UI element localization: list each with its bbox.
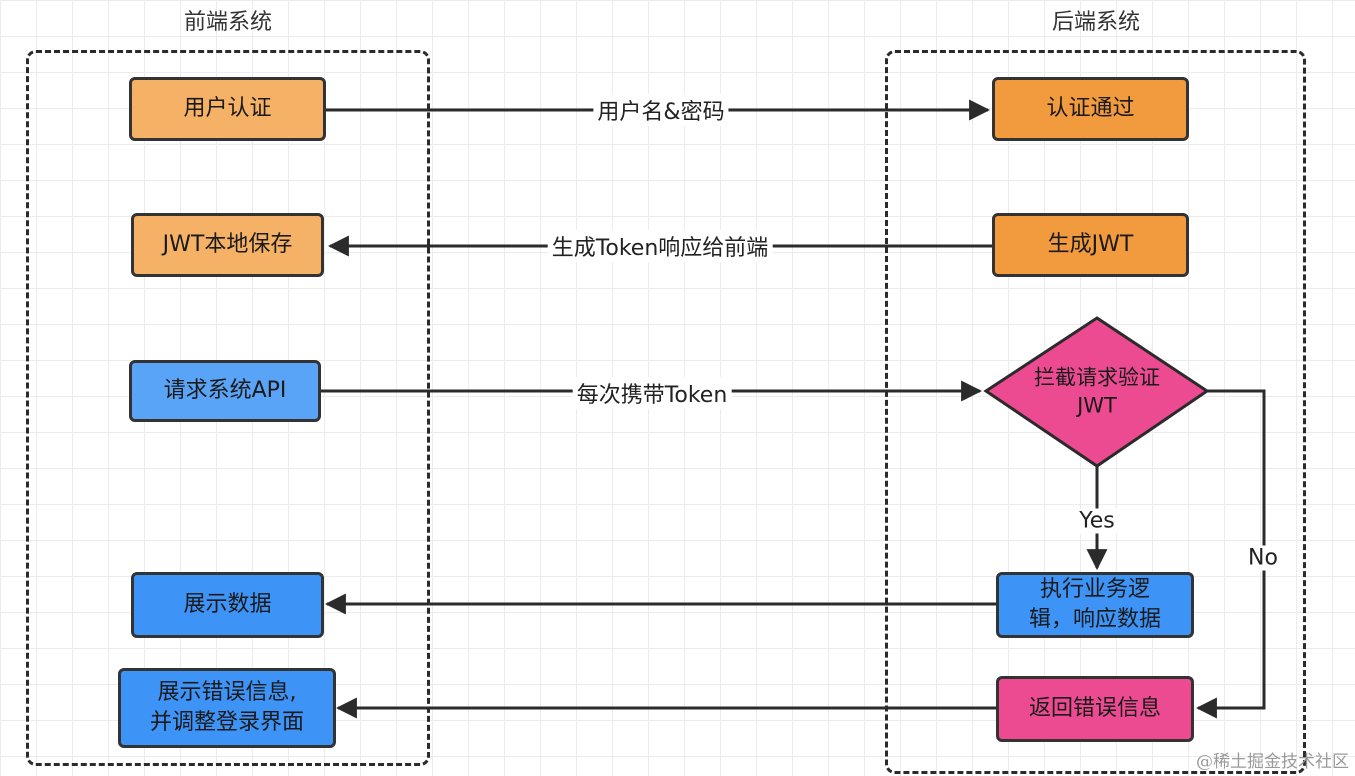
node-request-api: 请求系统API <box>129 360 321 422</box>
edge-label-no: No <box>1244 545 1282 571</box>
edge-label-credentials: 用户名&密码 <box>593 94 729 126</box>
edge-label-yes: Yes <box>1075 508 1119 534</box>
decision-label: 拦截请求验证 JWT <box>1034 365 1160 418</box>
frontend-region <box>26 50 430 766</box>
node-auth-pass: 认证通过 <box>992 77 1189 141</box>
backend-title: 后端系统 <box>1051 10 1141 35</box>
node-return-error: 返回错误信息 <box>996 676 1194 742</box>
node-jwt-local-save: JWT本地保存 <box>131 213 324 277</box>
node-show-error: 展示错误信息, 并调整登录界面 <box>118 668 336 748</box>
decision-diamond <box>983 316 1210 468</box>
node-user-auth: 用户认证 <box>129 77 326 141</box>
edge-label-token-response: 生成Token响应给前端 <box>547 230 773 262</box>
watermark: @稀土掘金技术社区 <box>1196 752 1349 772</box>
edge-label-carry-token: 每次携带Token <box>572 377 732 409</box>
backend-region <box>885 50 1306 774</box>
node-show-data: 展示数据 <box>131 572 324 638</box>
node-execute-logic: 执行业务逻 辑，响应数据 <box>996 572 1194 638</box>
node-generate-jwt: 生成JWT <box>992 213 1189 277</box>
frontend-title: 前端系统 <box>183 10 273 35</box>
